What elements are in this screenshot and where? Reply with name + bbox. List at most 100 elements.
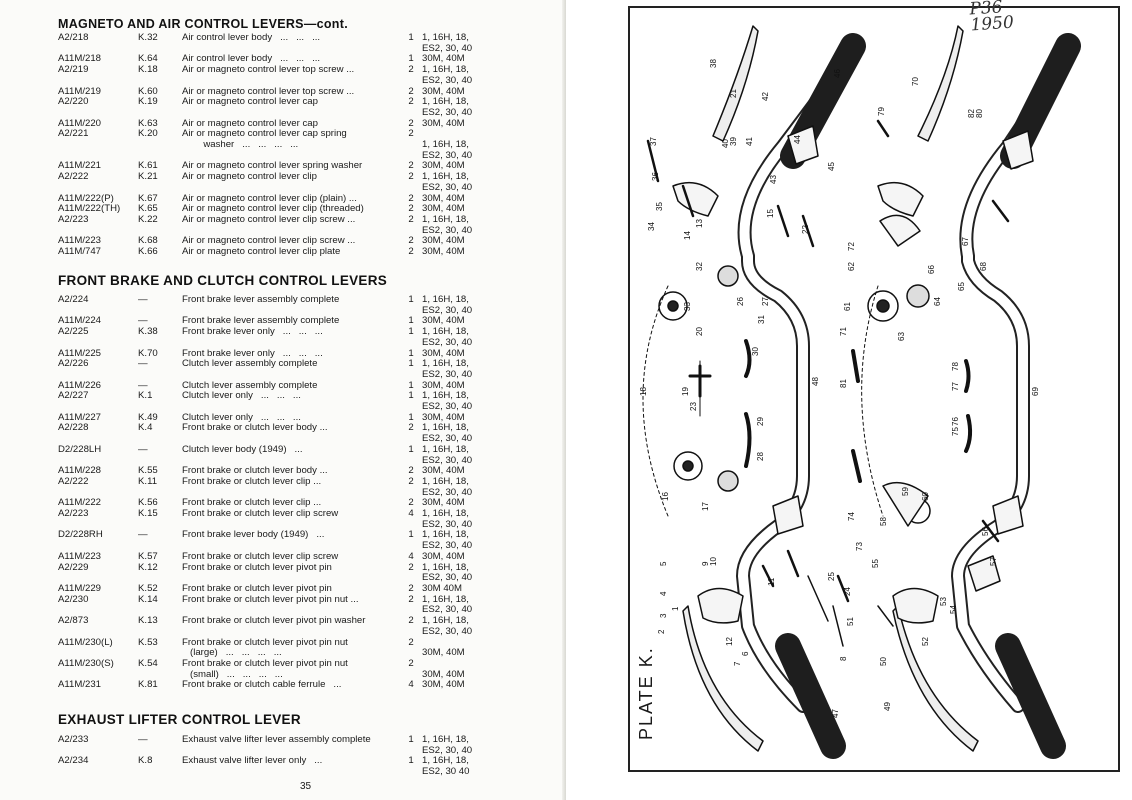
quantity: 4 [408, 679, 414, 691]
applicable-models: 30M 40M [422, 582, 462, 594]
exploded-handlebar-diagram: 38 21 42 46 37 40 39 41 43 44 45 36 35 3… [639, 25, 1081, 759]
callout-50: 50 [879, 657, 888, 666]
plate-ref: K.56 [138, 497, 158, 509]
quantity: 1 [408, 390, 414, 402]
applicable-models: 30M, 40M [422, 679, 465, 691]
callout-45: 45 [827, 162, 836, 171]
callout-30: 30 [751, 347, 760, 356]
part-number: A11M/226 [58, 379, 102, 391]
plate-ref: K.55 [138, 465, 158, 477]
quantity: 1 [408, 32, 414, 43]
parts-table-exhaust-lifter: A2/233—Exhaust valve lifter lever assemb… [0, 734, 566, 778]
callout-3: 3 [659, 613, 668, 618]
applicable-models: 30M, 40M [422, 160, 465, 172]
callout-60: 60 [921, 492, 930, 501]
part-number: A2/219 [58, 64, 89, 76]
part-number: A2/221 [58, 128, 89, 140]
quantity: 1 [408, 379, 414, 391]
callout-61: 61 [843, 302, 852, 311]
callout-13: 13 [695, 219, 704, 228]
part-number: A11M/223 [58, 550, 102, 562]
callout-51: 51 [846, 617, 855, 626]
callout-81: 81 [839, 379, 848, 388]
plate-ref: K.14 [138, 593, 158, 605]
plate-ref: K.63 [138, 117, 158, 129]
plate-ref: K.15 [138, 508, 158, 520]
applicable-models: 30M, 40M [422, 550, 465, 562]
part-number: A11M/218 [58, 53, 102, 65]
plate-ref: K.52 [138, 582, 158, 594]
part-number: A2/222 [58, 475, 89, 487]
callout-76: 76 [951, 417, 960, 426]
callout-52: 52 [921, 637, 930, 646]
quantity: 4 [408, 550, 414, 562]
parts-row: D2/228RH—Front brake lever body (1949) .… [0, 529, 566, 552]
applicable-models: 1, 16H, 18, ES2, 30, 40 [422, 326, 473, 348]
plate-ref: K.60 [138, 85, 158, 97]
parts-list-page: MAGNETO AND AIR CONTROL LEVERS—cont. A2/… [0, 17, 566, 792]
applicable-models: 30M, 40M [422, 465, 465, 477]
quantity: 2 [408, 160, 414, 172]
callout-77: 77 [951, 382, 960, 391]
part-number: A2/223 [58, 508, 89, 520]
callout-63: 63 [897, 332, 906, 341]
plate-ref: K.67 [138, 192, 158, 204]
callout-10: 10 [709, 557, 718, 566]
part-number: A2/226 [58, 358, 89, 370]
applicable-models: 1, 16H, 18, ES2, 30, 40 [422, 171, 473, 193]
callout-17: 17 [701, 502, 710, 511]
part-description: Air control lever body ... ... ... [182, 53, 321, 65]
callout-80: 80 [975, 109, 984, 118]
quantity: 2 [408, 235, 414, 247]
part-number: A2/225 [58, 326, 89, 338]
part-description: Clutch lever only ... ... ... [182, 411, 301, 423]
quantity: 1 [408, 734, 414, 745]
callout-numbers: 38 21 42 46 37 40 39 41 43 44 45 36 35 3… [639, 59, 1040, 718]
part-description: Front brake or clutch lever pivot pin nu… [182, 636, 348, 659]
plate-ref: — [138, 294, 148, 305]
callout-36: 36 [651, 172, 660, 181]
callout-79: 79 [877, 107, 886, 116]
part-description: Air or magneto control lever clip (plain… [182, 192, 357, 204]
part-number: A2/228 [58, 422, 89, 434]
callout-43: 43 [769, 175, 778, 184]
handwritten-line-2: 1950 [969, 12, 1015, 36]
callout-29: 29 [756, 417, 765, 426]
quantity: 2 [408, 192, 414, 204]
quantity: 1 [408, 294, 414, 305]
part-description: Air control lever body ... ... ... [182, 32, 321, 43]
applicable-models: 30M, 40M [422, 192, 465, 204]
quantity: 2 [408, 213, 414, 225]
quantity: 1 [408, 358, 414, 370]
quantity: 2 [408, 657, 414, 669]
part-number: A11M/220 [58, 117, 102, 129]
callout-4: 4 [659, 591, 668, 596]
callout-21: 21 [729, 89, 738, 98]
callout-25: 25 [827, 572, 836, 581]
plate-ref: K.38 [138, 326, 158, 338]
part-description: Front brake or clutch lever clip ... [182, 475, 322, 487]
callout-38: 38 [709, 59, 718, 68]
part-description: Front brake or clutch lever clip screw [182, 508, 339, 520]
applicable-models: 30M, 40M [422, 347, 465, 359]
callout-9: 9 [701, 561, 710, 566]
applicable-models: 1, 16H, 18, ES2, 30, 40 [422, 529, 473, 552]
part-number: A11M/231 [58, 679, 102, 691]
applicable-models: 30M, 40M [422, 668, 465, 680]
applicable-models: 30M, 40M [422, 379, 465, 391]
part-number: A11M/223 [58, 235, 102, 247]
plate-ref: K.4 [138, 422, 153, 434]
plate-ref: K.8 [138, 755, 153, 767]
callout-22: 22 [801, 225, 810, 234]
part-number: A11M/747 [58, 246, 102, 258]
